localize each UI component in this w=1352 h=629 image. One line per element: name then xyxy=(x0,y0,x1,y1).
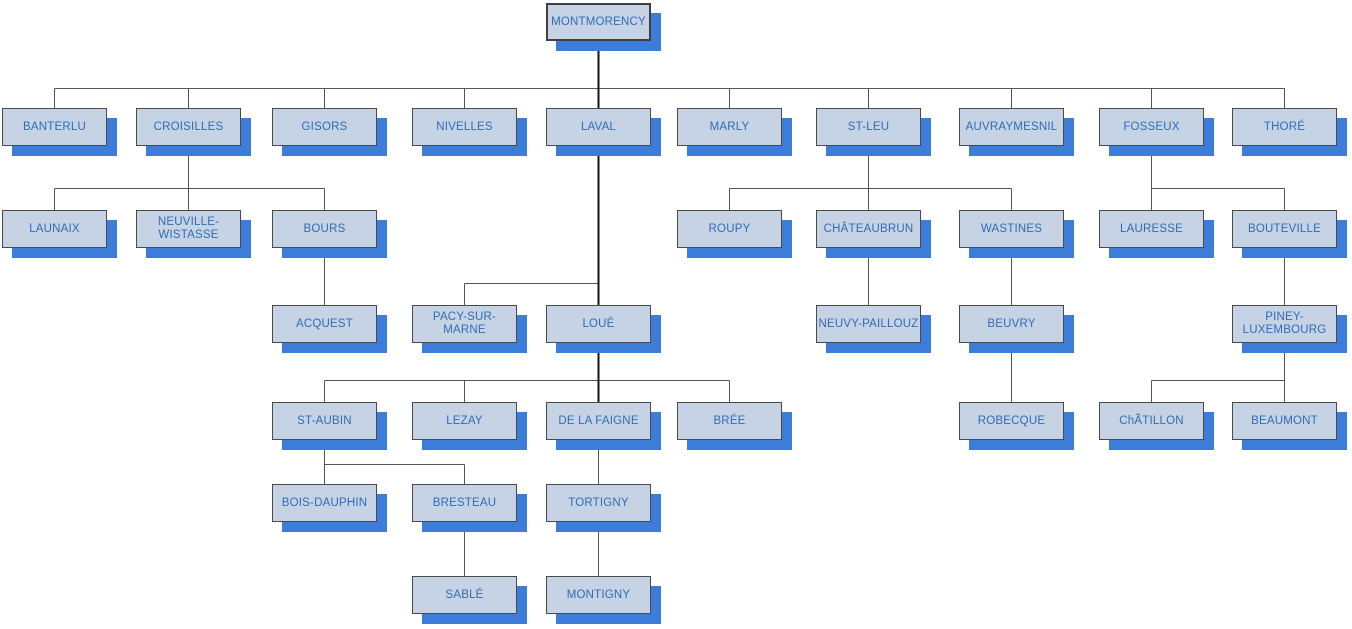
node-st-leu[interactable]: ST-LEU xyxy=(816,108,931,156)
node-label-piney-luxembourg: PINEY- LUXEMBOURG xyxy=(1232,305,1337,343)
node-loue[interactable]: LOUÉ xyxy=(546,305,661,353)
node-label-bours: BOURS xyxy=(272,210,377,248)
node-thore[interactable]: THORÉ xyxy=(1232,108,1347,156)
node-label-acquest: ACQUEST xyxy=(272,305,377,343)
node-pacy-sur-marne[interactable]: PACY-SUR-MARNE xyxy=(412,305,527,353)
node-label-de-la-faigne: DE LA FAIGNE xyxy=(546,402,651,440)
node-label-montigny: MONTIGNY xyxy=(546,576,651,614)
node-lezay[interactable]: LEZAY xyxy=(412,402,527,450)
node-label-pacy-sur-marne: PACY-SUR-MARNE xyxy=(412,305,517,343)
node-sable[interactable]: SABLÉ xyxy=(412,576,527,624)
node-label-tortigny: TORTIGNY xyxy=(546,484,651,522)
node-laval[interactable]: LAVAL xyxy=(546,108,661,156)
node-label-lauresse: LAURESSE xyxy=(1099,210,1204,248)
node-launaix[interactable]: LAUNAIX xyxy=(2,210,117,258)
node-bree[interactable]: BRÉE xyxy=(677,402,792,450)
node-neuville-wistasse[interactable]: NEUVILLE- WISTASSE xyxy=(136,210,251,258)
node-label-marly: MARLY xyxy=(677,108,782,146)
node-montmorency[interactable]: MONTMORENCY xyxy=(546,3,661,51)
node-label-gisors: GISORS xyxy=(272,108,377,146)
node-label-bouteville: BOUTEVILLE xyxy=(1232,210,1337,248)
node-label-lezay: LEZAY xyxy=(412,402,517,440)
node-tortigny[interactable]: TORTIGNY xyxy=(546,484,661,532)
node-roupy[interactable]: ROUPY xyxy=(677,210,792,258)
node-beuvry[interactable]: BEUVRY xyxy=(959,305,1074,353)
node-marly[interactable]: MARLY xyxy=(677,108,792,156)
node-label-bois-dauphin: BOIS-DAUPHIN xyxy=(272,484,377,522)
node-label-bree: BRÉE xyxy=(677,402,782,440)
node-label-wastines: WASTINES xyxy=(959,210,1064,248)
node-label-banterlu: BANTERLU xyxy=(2,108,107,146)
node-bresteau[interactable]: BRESTEAU xyxy=(412,484,527,532)
node-label-neuville-wistasse: NEUVILLE- WISTASSE xyxy=(136,210,241,248)
node-croisilles[interactable]: CROISILLES xyxy=(136,108,251,156)
node-chatillon[interactable]: ChÃTILLON xyxy=(1099,402,1214,450)
node-label-nivelles: NIVELLES xyxy=(412,108,517,146)
node-banterlu[interactable]: BANTERLU xyxy=(2,108,117,156)
node-label-st-aubin: ST-AUBIN xyxy=(272,402,377,440)
node-gisors[interactable]: GISORS xyxy=(272,108,387,156)
node-fosseux[interactable]: FOSSEUX xyxy=(1099,108,1214,156)
node-neuvy-paillouz[interactable]: NEUVY-PAILLOUZ xyxy=(816,305,931,353)
node-label-laval: LAVAL xyxy=(546,108,651,146)
node-beaumont[interactable]: BEAUMONT xyxy=(1232,402,1347,450)
node-label-chatillon: ChÃTILLON xyxy=(1099,402,1204,440)
node-nivelles[interactable]: NIVELLES xyxy=(412,108,527,156)
node-lauresse[interactable]: LAURESSE xyxy=(1099,210,1214,258)
node-robecque[interactable]: ROBECQUE xyxy=(959,402,1074,450)
node-label-auvraymesnil: AUVRAYMESNIL xyxy=(959,108,1064,146)
node-piney-luxembourg[interactable]: PINEY- LUXEMBOURG xyxy=(1232,305,1347,353)
node-label-loue: LOUÉ xyxy=(546,305,651,343)
node-acquest[interactable]: ACQUEST xyxy=(272,305,387,353)
node-label-thore: THORÉ xyxy=(1232,108,1337,146)
node-label-montmorency: MONTMORENCY xyxy=(546,3,651,41)
node-label-croisilles: CROISILLES xyxy=(136,108,241,146)
node-label-chateaubrun: CHÂTEAUBRUN xyxy=(816,210,921,248)
node-st-aubin[interactable]: ST-AUBIN xyxy=(272,402,387,450)
node-montigny[interactable]: MONTIGNY xyxy=(546,576,661,624)
node-bours[interactable]: BOURS xyxy=(272,210,387,258)
node-label-st-leu: ST-LEU xyxy=(816,108,921,146)
node-bois-dauphin[interactable]: BOIS-DAUPHIN xyxy=(272,484,387,532)
node-label-fosseux: FOSSEUX xyxy=(1099,108,1204,146)
node-bouteville[interactable]: BOUTEVILLE xyxy=(1232,210,1347,258)
node-label-sable: SABLÉ xyxy=(412,576,517,614)
node-wastines[interactable]: WASTINES xyxy=(959,210,1074,258)
node-chateaubrun[interactable]: CHÂTEAUBRUN xyxy=(816,210,931,258)
node-label-beaumont: BEAUMONT xyxy=(1232,402,1337,440)
node-label-roupy: ROUPY xyxy=(677,210,782,248)
node-de-la-faigne[interactable]: DE LA FAIGNE xyxy=(546,402,661,450)
node-label-robecque: ROBECQUE xyxy=(959,402,1064,440)
node-label-neuvy-paillouz: NEUVY-PAILLOUZ xyxy=(816,305,921,343)
node-label-bresteau: BRESTEAU xyxy=(412,484,517,522)
node-auvraymesnil[interactable]: AUVRAYMESNIL xyxy=(959,108,1074,156)
node-label-beuvry: BEUVRY xyxy=(959,305,1064,343)
node-label-launaix: LAUNAIX xyxy=(2,210,107,248)
